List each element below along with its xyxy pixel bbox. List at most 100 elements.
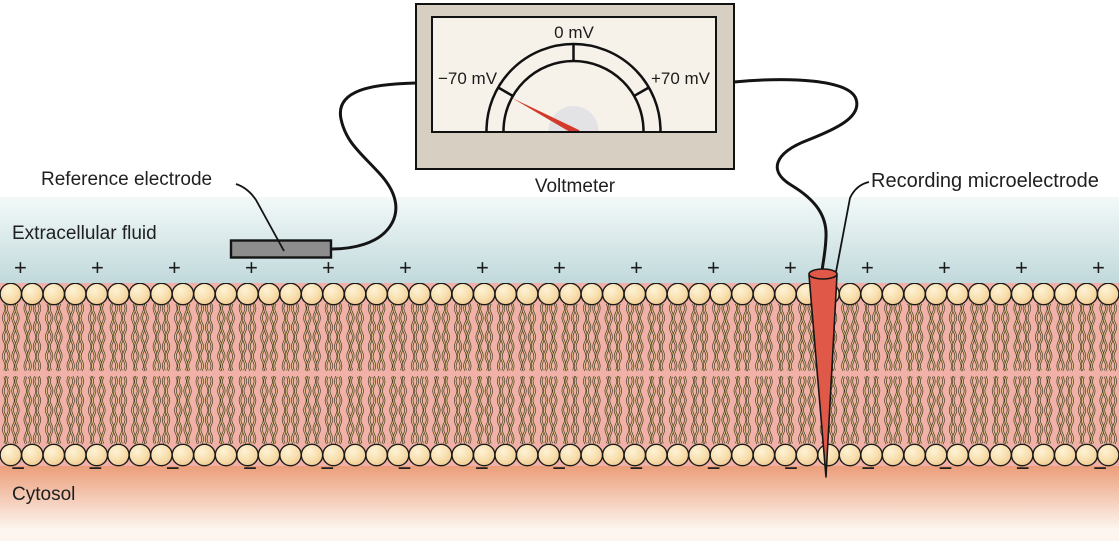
extracellular-fluid-label: Extracellular fluid <box>12 223 157 244</box>
lipid-tail <box>974 303 978 371</box>
lipid-tail <box>15 376 19 444</box>
lipid-tail <box>854 376 859 444</box>
lipid-tail <box>402 376 407 444</box>
lipid-tail <box>156 303 161 371</box>
lipid-tail <box>433 376 437 444</box>
phospholipid-bilayer <box>0 283 1119 467</box>
lipid-tail <box>906 376 911 444</box>
lipid-tail <box>165 303 170 371</box>
lipid-tail <box>897 303 902 371</box>
lipid-tail <box>359 376 364 444</box>
lipid-tail <box>983 303 988 371</box>
lipid-tail <box>1044 303 1049 371</box>
lipid-tail <box>485 376 490 444</box>
lipid-tail <box>918 376 923 444</box>
lipid-tail <box>294 376 299 444</box>
lipid-tail <box>519 303 523 371</box>
lipid-tail <box>436 376 440 444</box>
lipid-tail <box>242 303 247 371</box>
lipid-tail <box>596 303 600 371</box>
reference-electrode <box>229 239 333 259</box>
lipid-tail <box>737 376 742 444</box>
lipid-tail <box>1081 376 1086 444</box>
gauge-label-zero: 0 mV <box>554 23 594 42</box>
lipid-tail <box>691 303 696 371</box>
lipid-tail <box>974 376 978 444</box>
lipid-tail <box>522 376 526 444</box>
lipid-tail <box>918 303 923 371</box>
lipid-tail <box>786 303 791 371</box>
cytosol-label: Cytosol <box>12 484 76 505</box>
lipid-tail <box>553 376 557 444</box>
gauge-needle-hub <box>548 106 599 131</box>
voltmeter-label: Voltmeter <box>534 176 616 197</box>
lipid-tail <box>786 376 791 444</box>
lipid-tail <box>58 376 62 444</box>
lipid-tail <box>380 303 385 371</box>
lipid-tail <box>845 303 849 371</box>
lipid-tail <box>703 303 708 371</box>
lipid-tail <box>2 303 7 371</box>
gauge-needle <box>512 98 580 131</box>
lipid-tail <box>423 376 428 444</box>
lipid-tail <box>187 303 191 371</box>
lipid-tail <box>743 303 748 371</box>
lipid-tail <box>845 376 849 444</box>
lipid-tail <box>328 303 333 371</box>
recording-microelectrode-tip-opening <box>808 268 838 280</box>
lipid-tail <box>1017 376 1021 444</box>
lipid-tail <box>758 303 763 371</box>
extracellular-fluid-region <box>0 197 1119 283</box>
lipid-tail <box>1091 303 1095 371</box>
lipid-tail <box>285 303 290 371</box>
lipid-tail <box>122 303 127 371</box>
lipid-tail <box>608 376 613 444</box>
lipid-tail <box>596 376 600 444</box>
lipid-tail <box>70 303 75 371</box>
lipid-tail <box>832 376 837 444</box>
lipid-tail <box>743 376 748 444</box>
lipid-tail <box>227 376 231 444</box>
lipid-tail <box>177 376 182 444</box>
lipid-tail <box>294 303 299 371</box>
lipid-tail <box>1081 303 1086 371</box>
lipid-tail <box>174 303 179 371</box>
lipid-tail <box>995 376 1000 444</box>
lipid-tail <box>510 376 514 444</box>
lipid-tail <box>251 303 256 371</box>
lipid-tail <box>1087 376 1092 444</box>
lipid-tail <box>565 376 570 444</box>
lipid-tail <box>574 303 579 371</box>
lipid-tail <box>983 376 988 444</box>
lipid-tail <box>165 376 170 444</box>
lipid-tail <box>423 303 428 371</box>
lipid-tail <box>356 376 361 444</box>
lipid-tail <box>528 303 533 371</box>
lipid-tail <box>414 303 419 371</box>
lipid-tail <box>260 376 265 444</box>
lipid-tail <box>337 376 342 444</box>
lipid-tail <box>134 376 139 444</box>
lipid-tail <box>45 303 50 371</box>
lipid-tail <box>605 303 609 371</box>
lipid-tail <box>101 303 105 371</box>
lipid-tail <box>467 303 471 371</box>
lipid-tail <box>672 376 677 444</box>
lipid-tail <box>651 303 656 371</box>
lipid-tail <box>1035 376 1040 444</box>
lipid-tail <box>227 303 231 371</box>
lipid-tail <box>217 376 222 444</box>
lipid-tail <box>565 303 570 371</box>
lipid-tail <box>1060 376 1064 444</box>
lipid-tail <box>12 303 16 371</box>
lipid-tail <box>648 376 652 444</box>
lipid-tail <box>872 376 877 444</box>
cytosol-region <box>0 466 1119 541</box>
lipid-tail <box>48 303 53 371</box>
lipid-tail <box>144 303 148 371</box>
lipid-tail <box>445 303 450 371</box>
recording-electrode-leader-line <box>835 181 870 273</box>
lipid-tail <box>479 376 483 444</box>
lipid-tail <box>131 376 136 444</box>
